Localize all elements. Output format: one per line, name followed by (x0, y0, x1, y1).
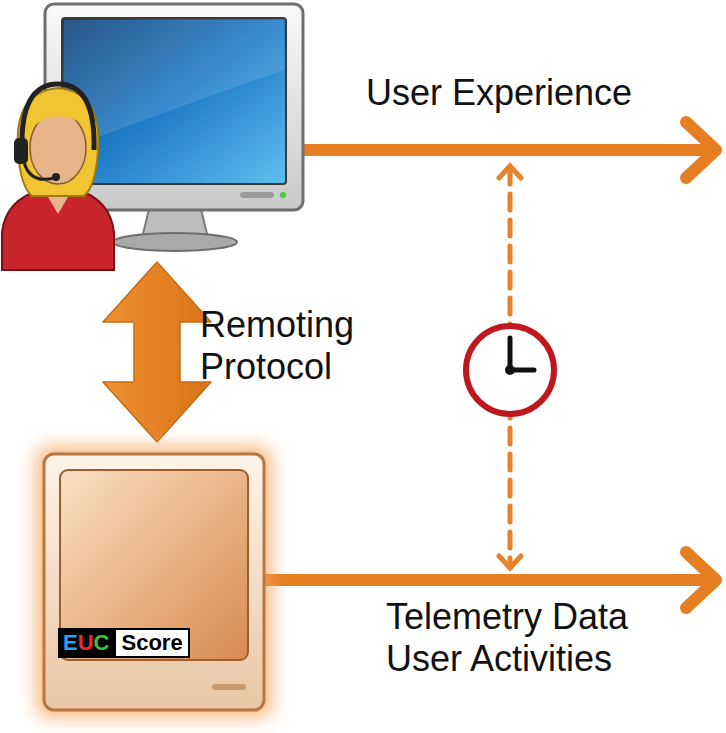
clock-face (466, 326, 554, 414)
headset-mic-tip (52, 173, 60, 181)
arrow-head (686, 122, 716, 178)
arrow-head (499, 556, 521, 568)
euc-monitor (36, 446, 272, 718)
arrow-shaft (298, 144, 714, 156)
arrow-head (499, 166, 521, 178)
monitor-button (240, 192, 274, 198)
user-body (2, 190, 114, 270)
score-logo: EUCScore (58, 628, 190, 658)
diagram-label: User Experience (366, 72, 686, 114)
remoting-double-arrow (103, 262, 211, 442)
arrow-shaft (262, 574, 714, 586)
headset-ear (14, 138, 28, 164)
user-experience-arrow (298, 122, 716, 178)
logo-mark: EUC (58, 628, 114, 658)
monitor-glow (36, 446, 272, 718)
monitor-screen (60, 470, 248, 660)
diagram-label: Telemetry Data User Activities (386, 596, 686, 680)
user-fringe (30, 100, 88, 128)
monitor-frame (44, 454, 264, 710)
monitor-node: EUCScore (44, 454, 264, 710)
user-face (30, 112, 86, 184)
clock-pin (505, 365, 515, 375)
clock-icon (466, 326, 554, 414)
power-light (280, 192, 286, 198)
headset-mic (24, 162, 54, 179)
support-user-icon (2, 84, 114, 270)
diagram-label: Remoting Protocol (200, 304, 415, 388)
monitor-base (113, 233, 237, 251)
monitor-button (212, 684, 246, 690)
logo-word: Score (114, 628, 189, 658)
arrow-head (686, 552, 716, 608)
headset-band (22, 84, 94, 150)
